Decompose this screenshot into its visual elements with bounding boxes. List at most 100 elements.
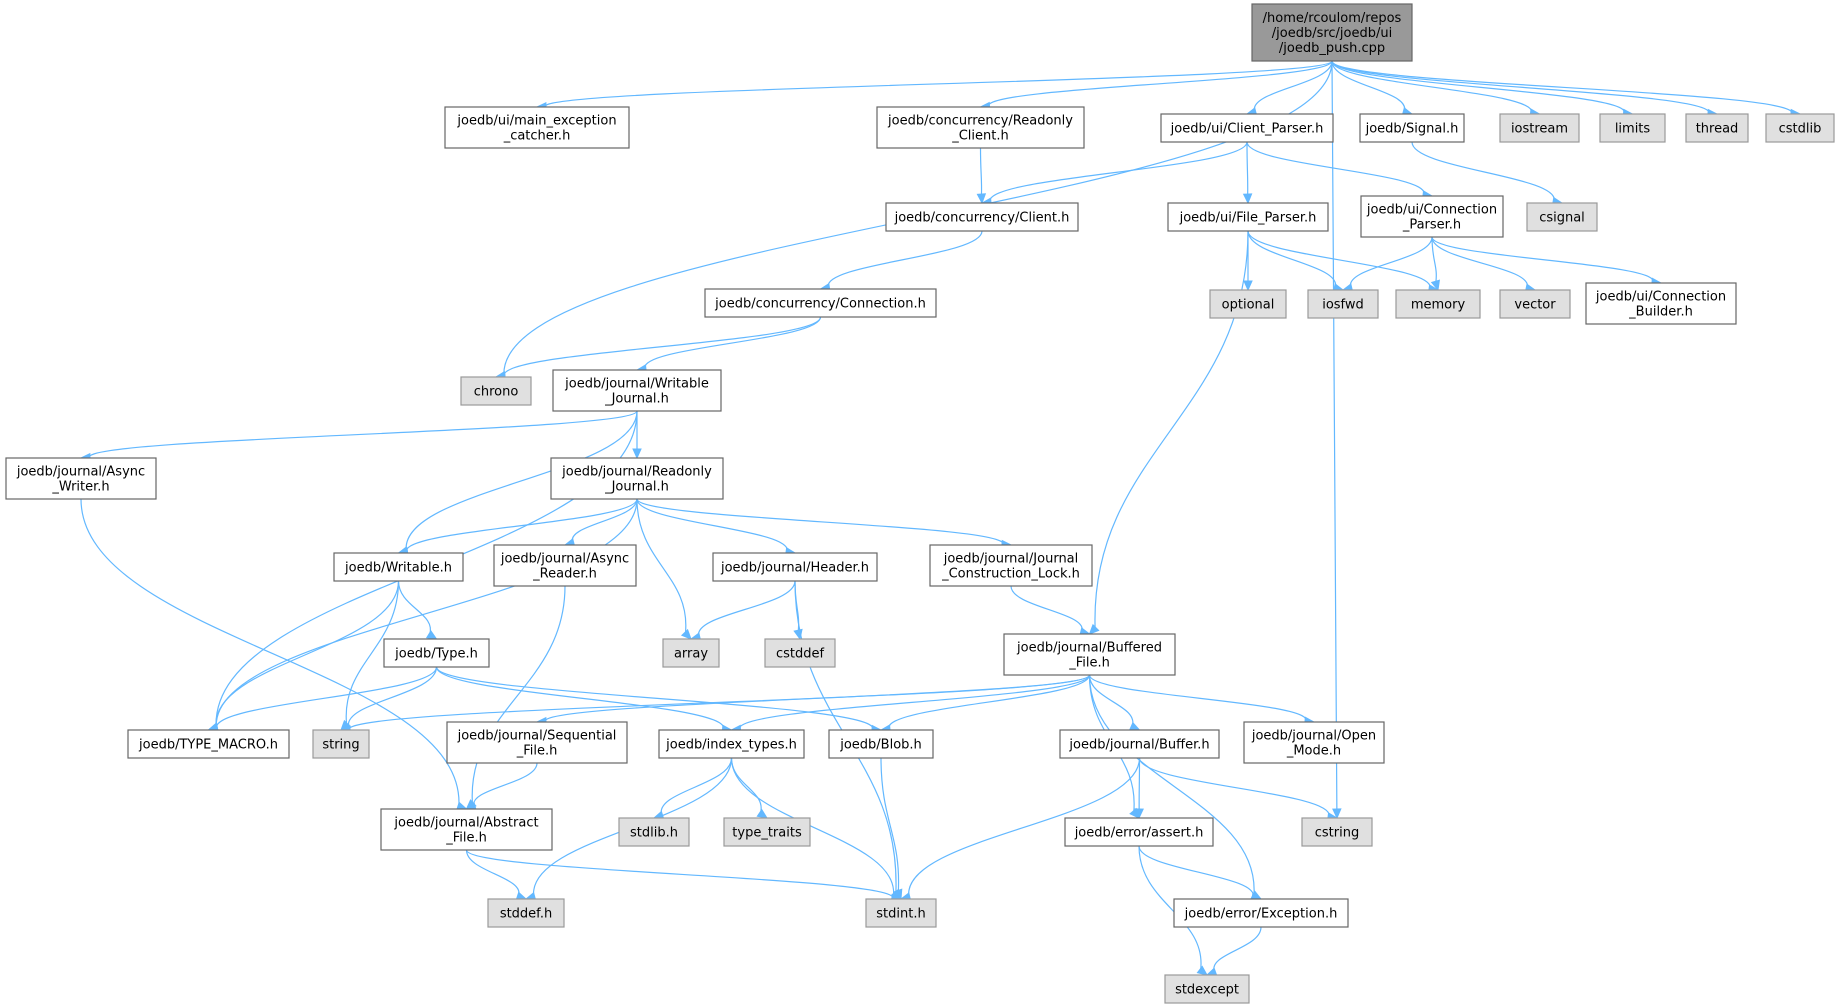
node-type[interactable]: joedb/Type.h xyxy=(383,638,490,668)
node-box xyxy=(704,288,937,318)
node-box xyxy=(865,898,937,928)
node-label: joedb/Blob.h xyxy=(839,738,922,753)
edge-buffered_file-to-open_mode xyxy=(1088,674,1316,726)
node-connection[interactable]: joedb/concurrency/Connection.h xyxy=(704,288,937,318)
node-cstring: cstring xyxy=(1301,817,1373,847)
node-construction-lock[interactable]: joedb/journal/Journal_Construction_Lock.… xyxy=(929,544,1093,587)
node-assert[interactable]: joedb/error/assert.h xyxy=(1064,817,1214,847)
node-box xyxy=(1059,729,1220,759)
edge-abstract_file-to-stddef_h xyxy=(465,849,528,901)
edge-buffered_file-to-buffer xyxy=(1088,674,1141,731)
node-box xyxy=(1599,113,1666,143)
node-vector: vector xyxy=(1499,289,1571,319)
node-writable-journal[interactable]: joedb/journal/Writable_Journal.h xyxy=(552,369,722,412)
edge-assert-to-stdexcept xyxy=(1138,845,1208,976)
node-label: joedb/index_types.h xyxy=(665,738,797,753)
node-cstdlib: cstdlib xyxy=(1765,113,1835,143)
node-box xyxy=(550,457,724,500)
node-box xyxy=(662,638,720,668)
node-blob[interactable]: joedb/Blob.h xyxy=(828,729,934,759)
node-main-exception[interactable]: joedb/ui/main_exception_catcher.h xyxy=(444,106,630,149)
node-open-mode[interactable]: joedb/journal/Open_Mode.h xyxy=(1243,721,1385,764)
edge-async_writer-to-abstract_file xyxy=(80,498,468,811)
node-label: _Construction_Lock.h xyxy=(941,567,1080,582)
node-label: _Builder.h xyxy=(1628,305,1693,320)
node-readonly-journal[interactable]: joedb/journal/Readonly_Journal.h xyxy=(550,457,724,500)
node-label: joedb/ui/Client_Parser.h xyxy=(1170,122,1324,137)
arrowhead xyxy=(1430,279,1441,292)
edge-buffered_file-to-sequential_file xyxy=(535,674,1091,727)
node-box xyxy=(712,552,878,582)
node-box xyxy=(1064,817,1214,847)
node-label: _File.h xyxy=(516,744,558,759)
node-box xyxy=(1251,3,1413,62)
node-csignal: csignal xyxy=(1526,202,1598,232)
node-box xyxy=(1685,113,1749,143)
node-buffer[interactable]: joedb/journal/Buffer.h xyxy=(1059,729,1220,759)
node-box xyxy=(723,817,811,847)
node-label: stdexcept xyxy=(1175,983,1239,998)
node-box xyxy=(1243,721,1385,764)
edge-connection_parser-to-memory xyxy=(1430,236,1441,292)
node-box xyxy=(1160,113,1334,143)
node-writable[interactable]: joedb/Writable.h xyxy=(333,552,464,582)
node-label: stddef.h xyxy=(500,907,552,922)
node-type-macro[interactable]: joedb/TYPE_MACRO.h xyxy=(127,729,290,759)
node-box xyxy=(1167,202,1329,232)
arrowhead xyxy=(680,628,692,640)
node-label: _catcher.h xyxy=(503,129,571,144)
node-label: joedb/journal/Async xyxy=(500,552,629,567)
node-box xyxy=(487,898,565,928)
node-label: joedb/journal/Buffer.h xyxy=(1068,738,1209,753)
node-exception[interactable]: joedb/error/Exception.h xyxy=(1173,898,1349,928)
arrowhead xyxy=(1243,280,1253,292)
node-async-reader[interactable]: joedb/journal/Async_Reader.h xyxy=(493,544,637,587)
node-label: type_traits xyxy=(732,826,802,841)
node-label: csignal xyxy=(1539,211,1585,226)
node-label: /joedb/src/joedb/ui xyxy=(1272,26,1393,41)
node-label: joedb/ui/Connection xyxy=(1366,203,1497,218)
node-box xyxy=(333,552,464,582)
node-connection-builder[interactable]: joedb/ui/Connection_Builder.h xyxy=(1585,282,1737,325)
node-header[interactable]: joedb/journal/Header.h xyxy=(712,552,878,582)
node-label: stdlib.h xyxy=(630,826,678,841)
arrowhead xyxy=(1134,808,1144,820)
node-box xyxy=(383,638,490,668)
node-box xyxy=(312,729,370,759)
edge-connection-to-writable_journal xyxy=(635,316,822,374)
node-label: cstdlib xyxy=(1779,122,1822,137)
node-client[interactable]: joedb/concurrency/Client.h xyxy=(885,202,1079,232)
node-file-parser[interactable]: joedb/ui/File_Parser.h xyxy=(1167,202,1329,232)
node-label: _Client.h xyxy=(951,129,1009,144)
edge-client_parser-to-connection_parser xyxy=(1246,141,1434,200)
node-iostream: iostream xyxy=(1499,113,1580,143)
node-box xyxy=(1765,113,1835,143)
node-client-parser[interactable]: joedb/ui/Client_Parser.h xyxy=(1160,113,1334,143)
arrowhead xyxy=(1196,965,1208,976)
node-box xyxy=(1499,289,1571,319)
node-signal[interactable]: joedb/Signal.h xyxy=(1359,113,1465,143)
node-box xyxy=(446,721,628,764)
edge-sequential_file-to-abstract_file xyxy=(465,762,538,812)
node-label: _Journal.h xyxy=(604,392,669,407)
node-label: joedb/journal/Abstract xyxy=(393,816,538,831)
edge-connection_parser-to-connection_builder xyxy=(1431,236,1663,287)
node-label: array xyxy=(674,647,708,662)
node-readonly-client[interactable]: joedb/concurrency/Readonly_Client.h xyxy=(876,106,1085,149)
edge-root-to-cstdlib xyxy=(1331,60,1802,119)
edge-root-to-main_exception xyxy=(535,60,1333,112)
edge-index_types-to-stdlib_h xyxy=(652,757,733,820)
node-box xyxy=(876,106,1085,149)
node-connection-parser[interactable]: joedb/ui/Connection_Parser.h xyxy=(1360,195,1504,238)
node-label: chrono xyxy=(474,385,519,400)
edge-readonly_journal-to-construction_lock xyxy=(636,498,1013,550)
arrowhead xyxy=(1128,721,1141,731)
node-sequential-file[interactable]: joedb/journal/Sequential_File.h xyxy=(446,721,628,764)
arrowhead xyxy=(632,448,642,460)
node-async-writer[interactable]: joedb/journal/Async_Writer.h xyxy=(5,457,157,500)
edge-writable-to-type xyxy=(397,580,438,640)
node-buffered-file[interactable]: joedb/journal/Buffered_File.h xyxy=(1003,633,1176,676)
node-abstract-file[interactable]: joedb/journal/Abstract_File.h xyxy=(380,808,553,851)
node-index-types[interactable]: joedb/index_types.h xyxy=(658,729,805,759)
